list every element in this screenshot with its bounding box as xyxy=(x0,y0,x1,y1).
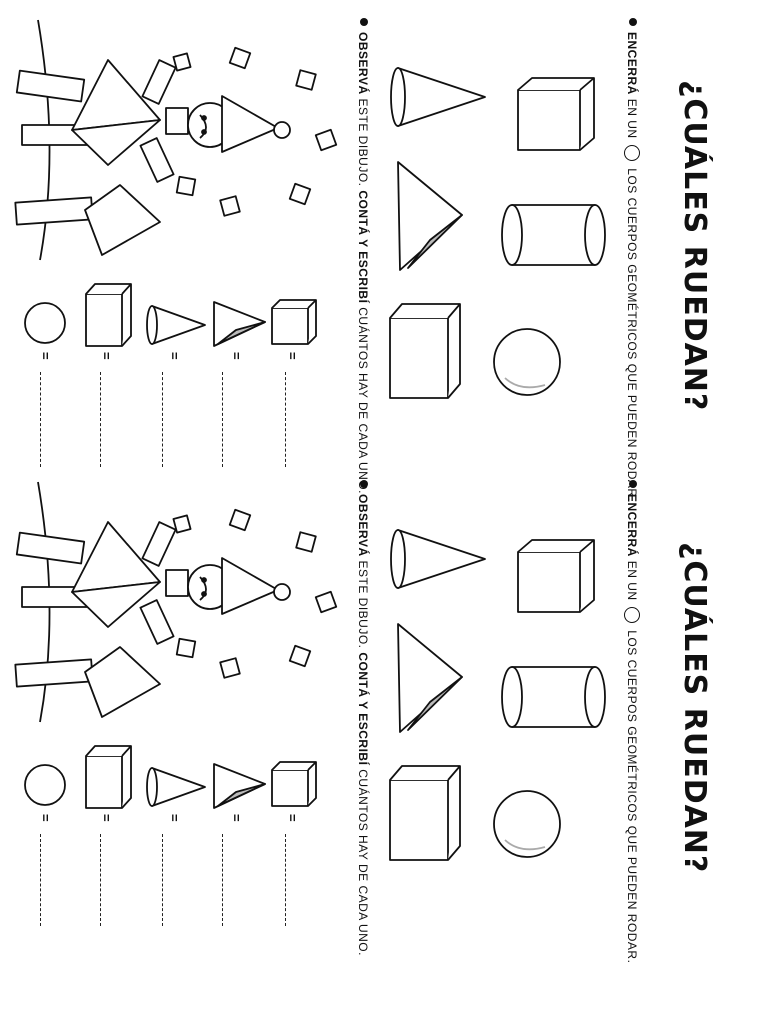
cylinder-icon[interactable] xyxy=(501,666,606,728)
triangular-pyramid-icon[interactable] xyxy=(397,623,463,733)
character-drawing xyxy=(14,481,338,723)
answer-line[interactable] xyxy=(100,834,101,926)
equals-sign: = xyxy=(99,814,114,822)
shapes-illustration xyxy=(14,481,606,861)
count-pyramid-icon xyxy=(213,763,266,809)
equals-sign: = xyxy=(99,352,114,360)
equals-sign: = xyxy=(167,352,182,360)
count-rectangular-prism-icon xyxy=(85,745,132,809)
character-drawing xyxy=(14,19,338,261)
count-cube-icon xyxy=(271,299,317,345)
rectangular-prism-icon[interactable] xyxy=(389,303,461,399)
rectangular-prism-icon[interactable] xyxy=(389,765,461,861)
count-pyramid-icon xyxy=(213,301,266,347)
count-sphere-icon xyxy=(24,764,66,806)
equals-sign: = xyxy=(285,352,300,360)
count-sphere-icon xyxy=(24,302,66,344)
sphere-icon[interactable] xyxy=(493,790,561,858)
cube-icon[interactable] xyxy=(517,77,595,151)
answer-line[interactable] xyxy=(100,372,101,467)
equals-sign: = xyxy=(229,814,244,822)
answer-line[interactable] xyxy=(162,834,163,926)
answer-line[interactable] xyxy=(222,372,223,467)
equals-sign: = xyxy=(229,352,244,360)
cone-icon[interactable] xyxy=(390,67,486,127)
answer-line[interactable] xyxy=(40,834,41,926)
answer-line[interactable] xyxy=(40,372,41,467)
answer-line[interactable] xyxy=(285,372,286,467)
answer-line[interactable] xyxy=(285,834,286,926)
count-cube-icon xyxy=(271,761,317,807)
count-cone-icon xyxy=(146,305,206,345)
count-cone-icon xyxy=(146,767,206,807)
cone-icon[interactable] xyxy=(390,529,486,589)
sphere-icon[interactable] xyxy=(493,328,561,396)
cube-icon[interactable] xyxy=(517,539,595,613)
answer-line[interactable] xyxy=(222,834,223,926)
triangular-pyramid-icon[interactable] xyxy=(397,161,463,271)
count-rectangular-prism-icon xyxy=(85,283,132,347)
equals-sign: = xyxy=(167,814,182,822)
worksheet-bottom: ¿CUÁLES RUEDAN? ENCERRÁ EN UN LOS CUERPO… xyxy=(0,462,768,963)
shapes-illustration xyxy=(14,19,606,399)
equals-sign: = xyxy=(38,352,53,360)
equals-sign: = xyxy=(285,814,300,822)
answer-line[interactable] xyxy=(162,372,163,467)
equals-sign: = xyxy=(38,814,53,822)
cylinder-icon[interactable] xyxy=(501,204,606,266)
worksheet-top: ¿CUÁLES RUEDAN? ENCERRÁ EN UN LOS CUERPO… xyxy=(0,0,768,501)
